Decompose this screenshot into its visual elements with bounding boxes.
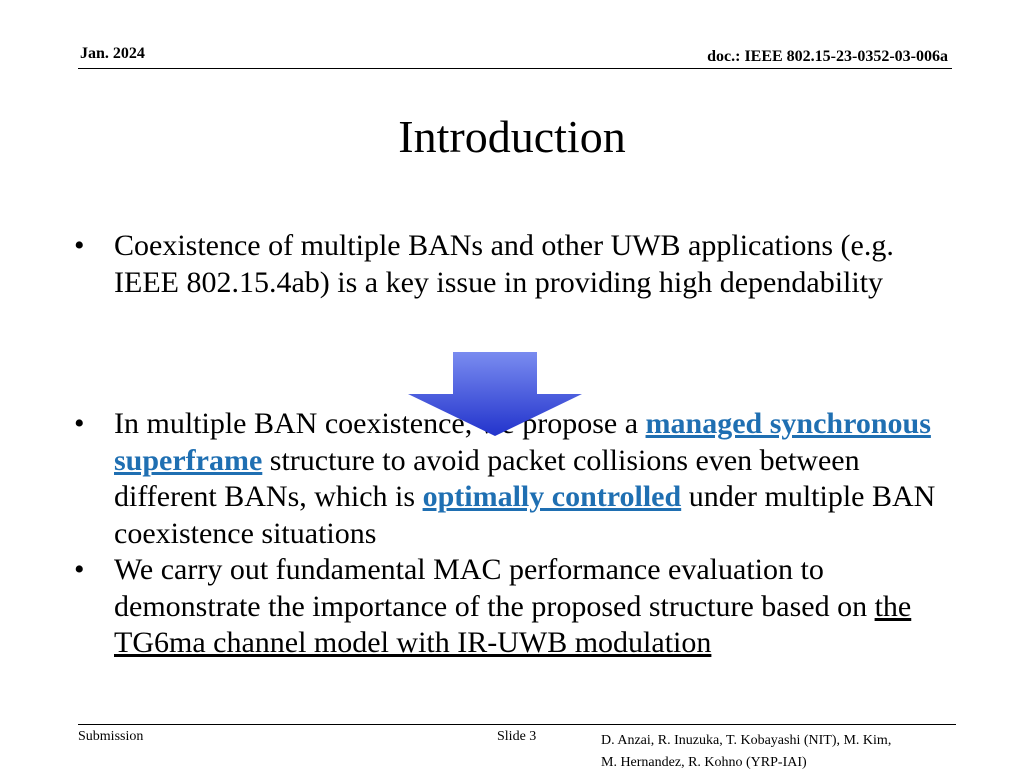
underlined-channel-model: the TG6ma channel model with IR-UWB modu… xyxy=(114,589,912,660)
bullet-list: • Coexistence of multiple BANs and other… xyxy=(70,228,950,662)
bullet-3-part-a: We carry out fundamental MAC performance… xyxy=(114,553,875,623)
footer-authors-line-1: D. Anzai, R. Inuzuka, T. Kobayashi (NIT)… xyxy=(601,733,892,748)
bullet-dot: • xyxy=(74,553,85,586)
bullet-dot: • xyxy=(74,407,85,440)
bullet-text-1: Coexistence of multiple BANs and other U… xyxy=(114,229,894,299)
footer-authors-line-2: M. Hernandez, R. Kohno (YRP-IAI) xyxy=(601,755,807,770)
header-doc-number: doc.: IEEE 802.15-23-0352-03-006a xyxy=(707,48,948,65)
bullet-2-part-b: structure to avoid packet collisions eve… xyxy=(114,443,860,514)
footer-slide-number: Slide 3 xyxy=(497,729,537,744)
down-arrow-icon xyxy=(408,352,582,436)
bullet-item-2: • In multiple BAN coexistence, we propos… xyxy=(70,406,950,552)
bullet-text-3: We carry out fundamental MAC performance… xyxy=(114,552,950,662)
header-date: Jan. 2024 xyxy=(80,45,145,62)
bullet-dot: • xyxy=(74,229,85,262)
footer-divider xyxy=(78,724,956,725)
bullet-item-1: • Coexistence of multiple BANs and other… xyxy=(70,228,950,301)
highlight-managed-superframe: managed synchronous superframe xyxy=(114,407,931,477)
bullet-item-3: • We carry out fundamental MAC performan… xyxy=(70,552,950,662)
footer-submission: Submission xyxy=(78,729,144,744)
header-divider xyxy=(78,68,952,69)
bullet-text-2: In multiple BAN coexistence, we propose … xyxy=(114,406,950,552)
highlight-optimally-controlled: optimally controlled xyxy=(422,480,682,513)
slide-title: Introduction xyxy=(398,111,626,162)
bullet-2-part-a: In multiple BAN coexistence, we propose … xyxy=(114,407,646,440)
footer-authors: D. Anzai, R. Inuzuka, T. Kobayashi (NIT)… xyxy=(601,730,971,774)
bullet-2-part-c: under multiple BAN coexistence situation… xyxy=(114,480,936,550)
